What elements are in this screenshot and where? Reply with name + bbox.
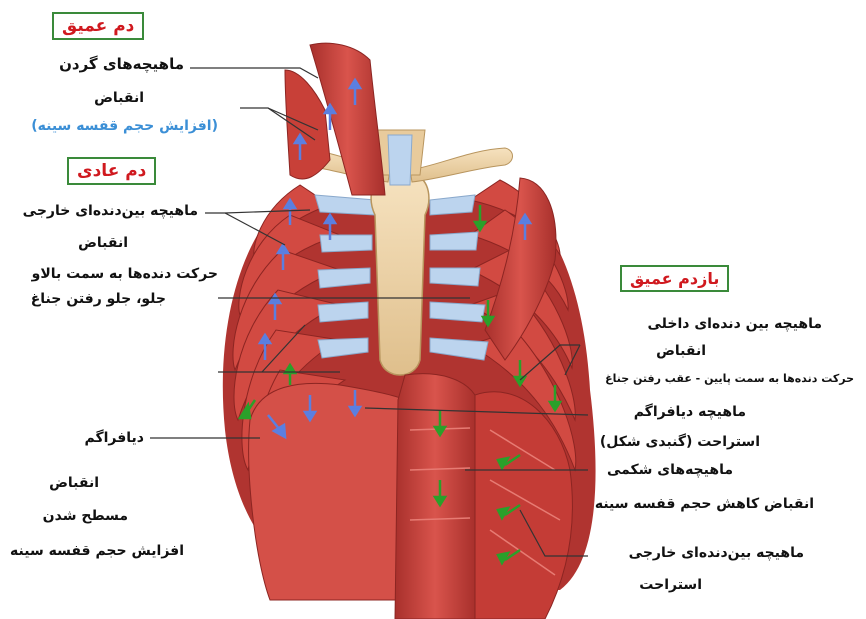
diaphragm-relaxed: استراحت (گنبدی شکل) <box>600 434 760 450</box>
deep-inhale-title: دم عمیق <box>52 12 144 40</box>
diaphragm-action: انقباض <box>49 475 99 491</box>
diaphragm-label: دیافراگم <box>85 430 145 446</box>
right-clavicle <box>410 148 513 182</box>
external-intercostal-rest: استراحت <box>639 577 702 593</box>
deep-inhale-note: (افزایش حجم قفسه سینه) <box>31 118 218 134</box>
external-intercostal-label: ماهیچه بین‌دنده‌ای خارجی <box>23 203 198 219</box>
diaphragm <box>249 383 405 600</box>
rib-movement-line1: حرکت دنده‌ها به سمت بالاو <box>32 266 218 282</box>
deep-exhale-title: بازدم عمیق <box>620 265 729 292</box>
sternum <box>371 175 429 375</box>
external-intercostal-exhale-label: ماهیچه بین‌دنده‌ای خارجی <box>629 545 804 561</box>
diaphragm-muscle-label: ماهیچه دیافراگم <box>634 404 746 420</box>
neck-muscles-label: ماهیچه‌های گردن <box>59 55 184 73</box>
rib-movement-line2: جلو، جلو رفتن جناغ <box>31 291 166 307</box>
internal-intercostal-label: ماهیچه بین دنده‌ای داخلی <box>648 316 823 332</box>
abdominal-muscles-label: ماهیچه‌های شکمی <box>607 462 733 478</box>
normal-inhale-action: انقباض <box>78 235 128 251</box>
normal-inhale-title: دم عادی <box>67 157 156 185</box>
abdominal-effect: انقباض کاهش حجم قفسه سینه <box>595 496 814 512</box>
diaphragm-state: مسطح شدن <box>43 508 128 524</box>
deep-inhale-action: انقباض <box>94 90 144 106</box>
trachea <box>388 135 412 185</box>
internal-intercostal-action: انقباض <box>656 343 706 359</box>
diaphragm-effect: افزایش حجم قفسه سینه <box>10 543 184 559</box>
rib-down-movement: حرکت دنده‌ها به سمت پایین - عقب رفتن جنا… <box>605 372 854 385</box>
